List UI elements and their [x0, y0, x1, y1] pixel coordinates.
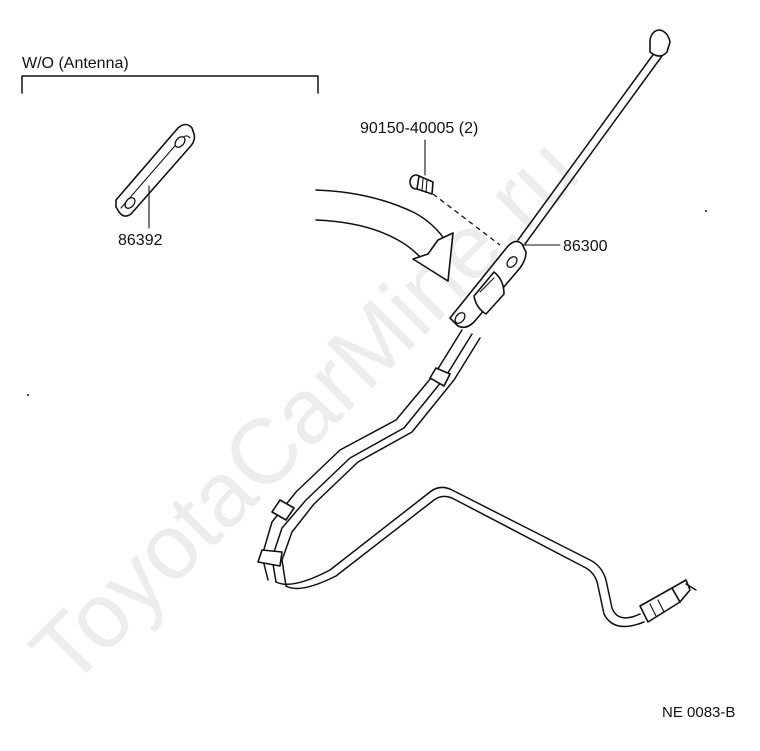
antenna-mast [517, 29, 671, 245]
watermark: ToyotaCarMine.ru [12, 119, 598, 705]
scan-dot [705, 210, 707, 212]
replace-arrow [315, 189, 454, 282]
part-number-86300: 86300 [563, 238, 608, 255]
part-number-screw: 90150-40005 (2) [360, 120, 478, 137]
scan-dot [27, 394, 29, 396]
antenna-cable [257, 329, 645, 628]
antenna-base-86300 [449, 240, 561, 329]
screw-90150-40005 [409, 174, 434, 195]
watermark-text: ToyotaCarMine.ru [12, 119, 598, 705]
antenna-plug [639, 579, 697, 623]
group-bracket [21, 75, 319, 94]
cover-plate-86392 [115, 123, 196, 229]
figure-code: NE 0083-B [662, 704, 735, 721]
part-number-86392: 86392 [118, 232, 163, 249]
group-label: W/O (Antenna) [22, 55, 129, 72]
